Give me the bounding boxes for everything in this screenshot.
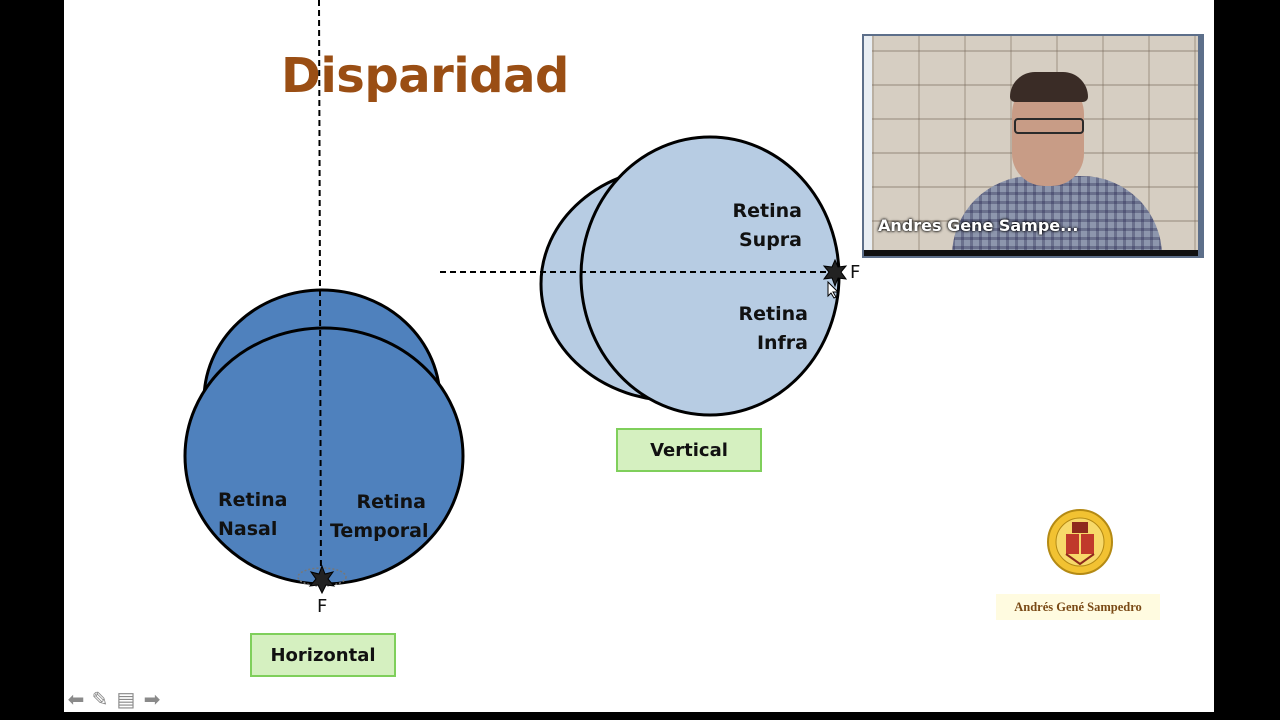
disparity-diagram xyxy=(183,0,848,595)
vertical-tag: Vertical xyxy=(616,428,762,472)
horizontal-tag: Horizontal xyxy=(250,633,396,677)
label-line: Supra xyxy=(738,229,802,251)
pen-icon[interactable]: ✎ xyxy=(91,689,109,711)
label-retina-supra: Retina Supra xyxy=(712,197,802,255)
horizontal-dashed-line xyxy=(318,0,322,583)
slide-toolbar: ⬅ ✎ ▤ ➡ xyxy=(64,688,174,712)
label-line: Infra xyxy=(756,332,808,354)
vertical-front-circle xyxy=(579,135,841,417)
video-bottom-bar xyxy=(864,250,1202,256)
label-line: Nasal xyxy=(218,518,278,540)
label-retina-temporal: Retina Temporal xyxy=(330,488,429,546)
label-retina-nasal: Retina Nasal xyxy=(218,486,287,544)
author-credit: Andrés Gené Sampedro xyxy=(996,594,1160,620)
label-line: Retina xyxy=(732,200,802,222)
label-retina-infra: Retina Infra xyxy=(716,300,808,358)
vertical-fixation-label: F xyxy=(850,262,861,283)
label-line: Retina xyxy=(218,489,288,511)
label-line: Temporal xyxy=(330,520,429,542)
label-line: Retina xyxy=(356,491,426,513)
label-line: Retina xyxy=(738,303,808,325)
arrow-right-icon[interactable]: ➡ xyxy=(143,689,161,711)
participant-name: Andres Gene Sampe... xyxy=(878,216,1079,235)
video-edge xyxy=(1198,36,1202,256)
video-thumbnail[interactable]: Andres Gene Sampe... xyxy=(862,34,1204,258)
horizontal-fixation-star xyxy=(308,564,336,595)
arrow-left-icon[interactable]: ⬅ xyxy=(67,689,85,711)
participant-glasses xyxy=(1014,118,1084,134)
slide-title: Disparidad xyxy=(281,48,569,104)
slide: Disparidad Retina Nasal Retina Temporal … xyxy=(64,0,1214,712)
participant-shirt xyxy=(952,176,1162,256)
university-seal-icon xyxy=(1047,509,1113,575)
participant-hair xyxy=(1010,72,1088,102)
vertical-fixation-star xyxy=(822,258,848,288)
mouse-cursor-icon xyxy=(827,281,839,299)
horizontal-fixation-label: F xyxy=(317,596,328,617)
menu-icon[interactable]: ▤ xyxy=(116,689,136,711)
